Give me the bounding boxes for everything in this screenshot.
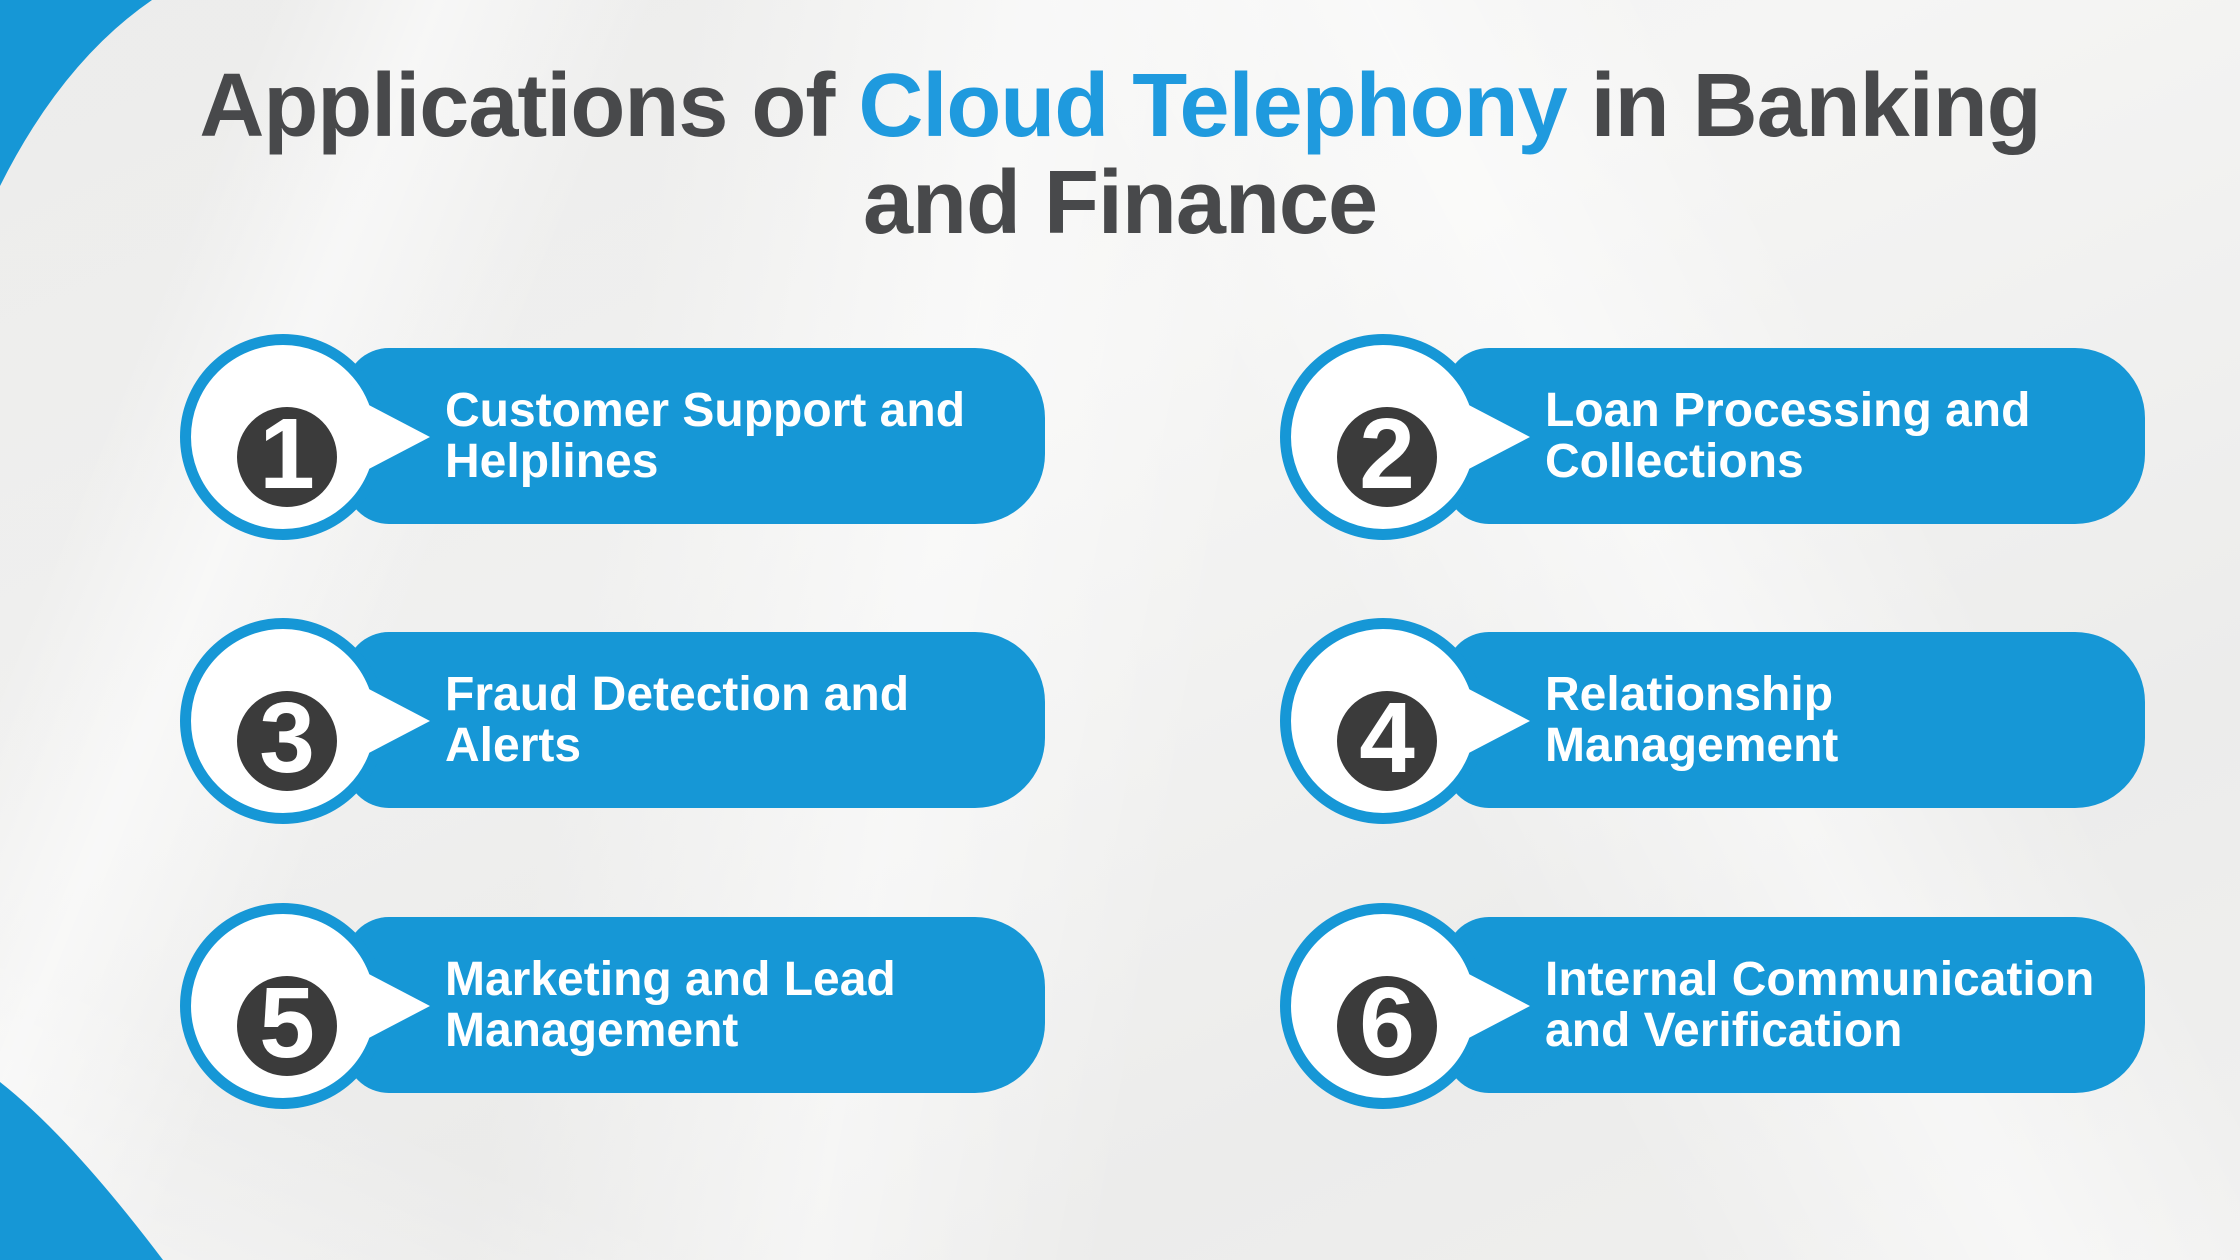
item-label: Relationship Management <box>1545 668 1839 772</box>
corner-shape-bottom-left <box>0 1082 163 1260</box>
number-circle: 2 <box>1337 398 1437 510</box>
badge-number: 5 <box>259 967 315 1079</box>
application-item-1: Customer Support and Helplines 1 <box>180 334 1060 540</box>
title-highlight: Cloud Telephony <box>858 56 1567 156</box>
number-circle: 5 <box>237 967 337 1079</box>
badge-number: 2 <box>1359 398 1415 510</box>
item-pill: Loan Processing and Collections <box>1445 348 2145 524</box>
badge-number: 1 <box>259 398 315 510</box>
application-item-2: Loan Processing and Collections 2 <box>1280 334 2160 540</box>
item-pill: Customer Support and Helplines <box>345 348 1045 524</box>
badge-number: 3 <box>259 682 315 794</box>
item-label: Customer Support and Helplines <box>445 384 966 488</box>
item-pill: Marketing and Lead Management <box>345 917 1045 1093</box>
number-circle: 4 <box>1337 682 1437 794</box>
item-label: Loan Processing and Collections <box>1545 384 2031 488</box>
number-circle: 6 <box>1337 967 1437 1079</box>
item-label: Internal Communication and Verification <box>1545 953 2095 1057</box>
application-item-3: Fraud Detection and Alerts 3 <box>180 618 1060 824</box>
title-segment-pre: Applications of <box>199 56 859 156</box>
title-segment-post: in Banking <box>1566 56 2042 156</box>
badge-number: 6 <box>1359 967 1415 1079</box>
number-circle: 1 <box>237 398 337 510</box>
application-item-5: Marketing and Lead Management 5 <box>180 903 1060 1109</box>
item-label: Marketing and Lead Management <box>445 953 896 1057</box>
badge-number: 4 <box>1359 682 1415 794</box>
title-line2: and Finance <box>862 153 1378 253</box>
application-item-6: Internal Communication and Verification … <box>1280 903 2160 1109</box>
page-title: Applications of Cloud Telephony in Banki… <box>0 58 2240 252</box>
item-pill: Relationship Management <box>1445 632 2145 808</box>
item-pill: Fraud Detection and Alerts <box>345 632 1045 808</box>
item-pill: Internal Communication and Verification <box>1445 917 2145 1093</box>
number-circle: 3 <box>237 682 337 794</box>
item-label: Fraud Detection and Alerts <box>445 668 910 772</box>
application-item-4: Relationship Management 4 <box>1280 618 2160 824</box>
